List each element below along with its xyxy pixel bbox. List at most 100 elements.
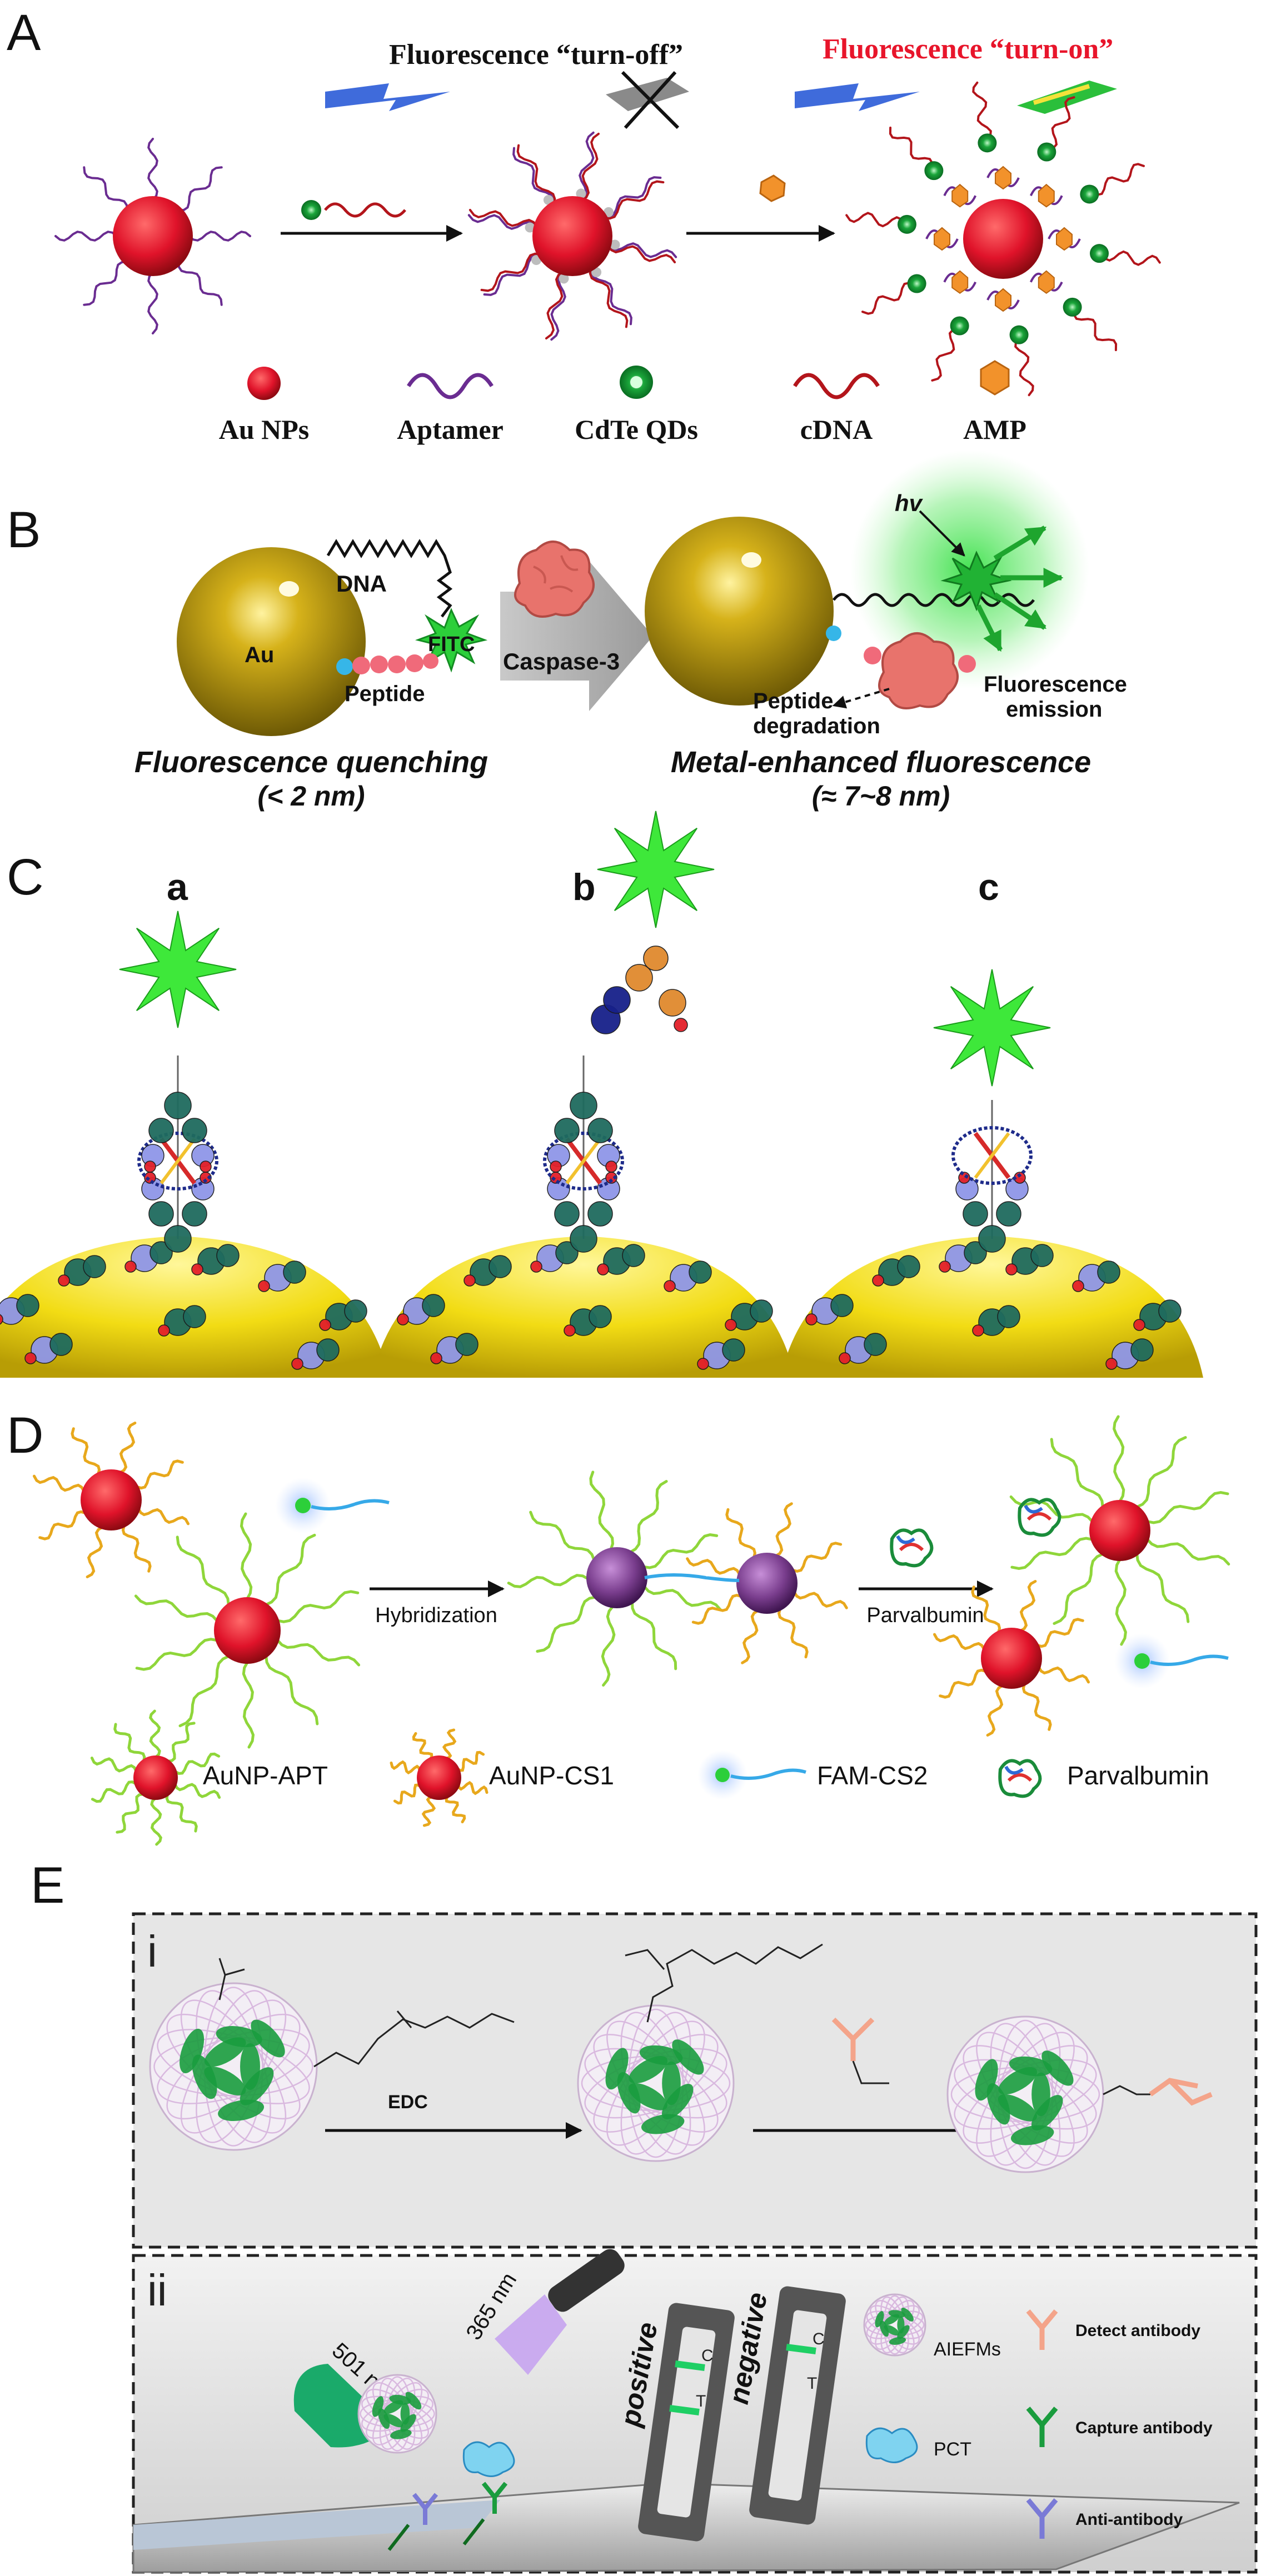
- amp-symbol: [980, 360, 1010, 396]
- turn-on-title: Fluorescence “turn-on”: [823, 33, 1113, 65]
- panel-d-label: D: [7, 1407, 43, 1464]
- caspase-label: Caspase-3: [503, 648, 620, 674]
- legend-aptamer: Aptamer: [397, 414, 504, 445]
- legend-fam-cs2: FAM-CS2: [817, 1761, 928, 1790]
- hv-label: hv: [895, 490, 924, 516]
- aiefm-on-strip: [357, 2374, 437, 2454]
- legend-fam-symbol: [697, 1750, 806, 1800]
- aiefm-conjugate: [946, 2015, 1104, 2173]
- hybridized-complex: [507, 1470, 848, 1687]
- legend-aiefm-symbol: [863, 2293, 926, 2357]
- carboxyl-group: [218, 1958, 245, 2000]
- t-line-label-neg: T: [807, 2374, 817, 2393]
- sandwich-assay-b: [372, 811, 795, 1378]
- legend-amp: AMP: [963, 414, 1026, 445]
- peptide-stub: [826, 626, 841, 641]
- aunp-hybrid-complex: [467, 131, 677, 341]
- peptide-label: Peptide: [345, 682, 425, 706]
- strip-cassette-positive: [638, 2303, 735, 2542]
- blocked-emission-icon: [606, 71, 689, 129]
- peptide-chain: [336, 653, 438, 675]
- subpanel-i-label: i: [147, 1927, 157, 1976]
- panel-a-legend: Au NPs Aptamer CdTe QDs cDNA AMP: [219, 360, 1026, 445]
- legend-capture-antibody: Capture antibody: [1075, 2419, 1213, 2437]
- c-line-label-pos: C: [701, 2347, 714, 2365]
- legend-cs1-symbol: [390, 1728, 489, 1827]
- released-fam-cs2: [1114, 1633, 1229, 1689]
- qd-cdna-reagent: [301, 200, 406, 220]
- quenching-title: Fluorescence quenching: [134, 746, 488, 779]
- au-np-symbol: [247, 367, 281, 400]
- emission-arrows: [975, 526, 1064, 652]
- legend-parvalbumin-symbol: [998, 1759, 1042, 1798]
- aunp-apt-particle: [134, 1512, 361, 1749]
- panel-a: A Fluorescence “turn-off” Fluorescence “…: [7, 4, 1161, 445]
- legend-detect-antibody: Detect antibody: [1075, 2322, 1200, 2340]
- t-line-label-pos: T: [696, 2392, 706, 2410]
- legend-apt-symbol: [90, 1709, 221, 1846]
- fitc-emitting: [940, 551, 1012, 612]
- gold-nanoparticle: [177, 547, 366, 736]
- legend-aunp-cs1: AuNP-CS1: [489, 1761, 614, 1790]
- activated-ester: [625, 1943, 823, 2023]
- uv-flashlight-icon: [495, 2249, 625, 2375]
- parvalbumin-step-label: Parvalbumin: [866, 1604, 984, 1627]
- cdna-symbol: [793, 373, 880, 399]
- dna-linker: [326, 539, 453, 618]
- legend-au-nps: Au NPs: [219, 414, 310, 445]
- au-label: Au: [245, 643, 274, 667]
- pct-antigen: [462, 2441, 515, 2477]
- aptamer-symbol: [407, 373, 494, 399]
- quenching-distance: (< 2 nm): [257, 781, 365, 812]
- apt-parvalbumin-complex: [1009, 1415, 1230, 1646]
- emission-label-1: Fluorescence: [984, 672, 1127, 697]
- legend-pct: PCT: [934, 2439, 971, 2460]
- aiefm-particle-1: [149, 1982, 318, 2151]
- legend-pct-symbol: [865, 2427, 918, 2463]
- hybridization-label: Hybridization: [375, 1604, 497, 1627]
- legend-parvalbumin: Parvalbumin: [1067, 1761, 1209, 1790]
- dna-label: DNA: [336, 571, 387, 597]
- gold-nanoparticle-2: [645, 517, 834, 706]
- fitc-label: FITC: [428, 633, 475, 656]
- panel-a-label: A: [7, 4, 41, 61]
- edc-structure: [313, 2010, 515, 2068]
- c-line-label-neg: C: [813, 2330, 825, 2348]
- amp-reagent: [759, 174, 786, 202]
- emission-label-2: emission: [1006, 697, 1102, 722]
- legend-cdna: cDNA: [800, 414, 873, 445]
- panel-c-label: C: [7, 849, 43, 906]
- panel-b-label: B: [7, 502, 41, 558]
- degraded-peptide: [864, 632, 976, 709]
- released-cs1-particle: [933, 1580, 1090, 1737]
- mef-distance: (≈ 7~8 nm): [812, 781, 950, 812]
- aiefm-particle-2: [577, 2004, 735, 2162]
- subpanel-ii-label: ii: [147, 2265, 167, 2315]
- hv-pointer: [919, 510, 965, 557]
- legend-detect-antibody-symbol: [1026, 2309, 1058, 2350]
- light-flash-icon: [325, 83, 920, 111]
- strip-cassette-negative: [749, 2286, 846, 2525]
- sandwich-assay-a: [0, 911, 389, 1378]
- aunp-amp-complex: [845, 81, 1161, 397]
- detect-antibody-amine: [831, 2017, 889, 2084]
- sub-label-a: a: [167, 866, 188, 908]
- legend-anti-antibody-symbol: [1026, 2498, 1058, 2539]
- edc-label: EDC: [388, 2092, 428, 2113]
- sub-label-c: c: [978, 866, 999, 908]
- panel-d: D Hybridization Parvalbumin: [7, 1407, 1230, 1846]
- amide-antibody: [1103, 2078, 1213, 2106]
- turn-off-title: Fluorescence “turn-off”: [389, 39, 683, 71]
- sandwich-assay-c: [781, 969, 1203, 1378]
- sub-label-b: b: [572, 866, 596, 908]
- legend-aunp-apt: AuNP-APT: [203, 1761, 328, 1790]
- degradation-label-2: degradation: [753, 714, 880, 738]
- caspase-3-enzyme: [514, 541, 595, 618]
- parvalbumin-protein: [890, 1528, 934, 1568]
- legend-cdte-qds: CdTe QDs: [575, 414, 698, 445]
- panel-e-label: E: [31, 1857, 64, 1914]
- aunp-aptamer-probe: [54, 138, 251, 334]
- legend-anti-antibody: Anti-antibody: [1075, 2510, 1183, 2529]
- panel-d-legend: AuNP-APT AuNP-CS1 FAM-CS2 Parvalbumin: [90, 1709, 1209, 1846]
